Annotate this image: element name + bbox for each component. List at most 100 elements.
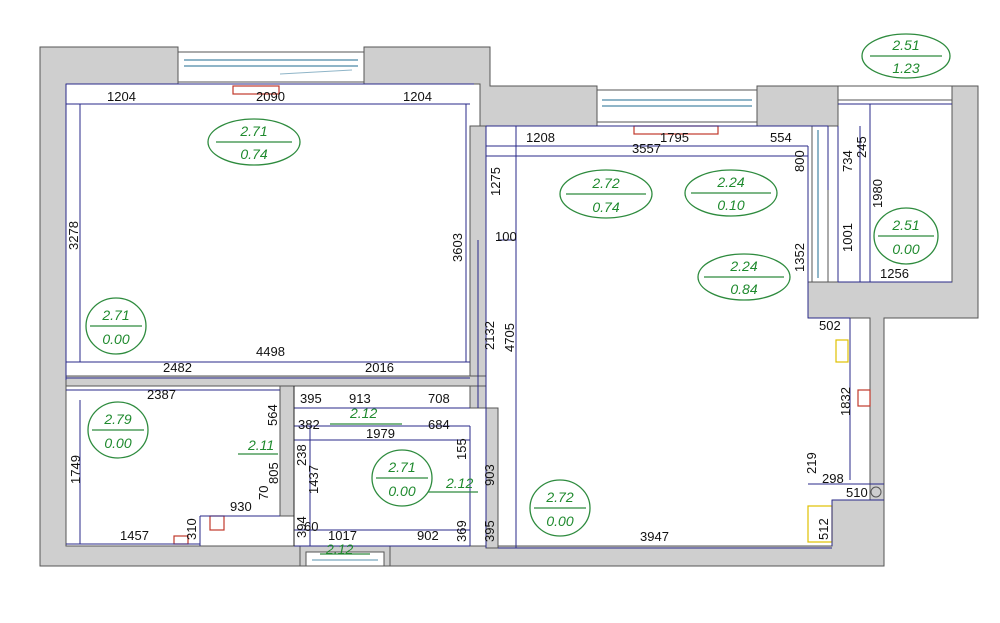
dim-label: 395 <box>482 520 497 542</box>
dimension-labels: 1204 2090 1204 1208 1795 554 3557 800 73… <box>66 89 909 544</box>
dim-label: 800 <box>792 150 807 172</box>
dim-label: 3557 <box>632 141 661 156</box>
dim-label: 564 <box>265 404 280 426</box>
dim-label: 2387 <box>147 387 176 402</box>
ceiling-label: 2.12 <box>349 405 377 421</box>
dim-label: 734 <box>840 150 855 172</box>
level-mark: 2.79 0.00 <box>87 401 149 459</box>
window-balcony-door <box>811 125 829 283</box>
level-mark: 2.71 0.00 <box>371 449 433 507</box>
level-mark-top: 2.71 <box>239 123 267 139</box>
dim-label: 930 <box>230 499 252 514</box>
riser-yellow-1 <box>835 339 849 363</box>
dim-label: 805 <box>266 462 281 484</box>
dim-label: 510 <box>846 485 868 500</box>
dim-label: 3278 <box>66 221 81 250</box>
dim-label: 238 <box>294 444 309 466</box>
dim-label: 913 <box>349 391 371 406</box>
dim-label: 219 <box>804 452 819 474</box>
dim-label: 502 <box>819 318 841 333</box>
dim-label: 1437 <box>306 465 321 494</box>
dim-label: 310 <box>184 518 199 540</box>
level-mark-bottom: 1.23 <box>892 60 919 76</box>
level-mark-bottom: 0.74 <box>592 199 619 215</box>
dim-label: 100 <box>495 229 517 244</box>
level-mark: 2.71 0.00 <box>85 297 147 355</box>
dim-label: 1832 <box>838 387 853 416</box>
dim-label: 903 <box>482 464 497 486</box>
dim-label: 3947 <box>640 529 669 544</box>
level-mark-top: 2.24 <box>716 174 744 190</box>
dim-label: 1795 <box>660 130 689 145</box>
dim-label: 1749 <box>68 455 83 484</box>
dim-label: 708 <box>428 391 450 406</box>
dim-label: 394 <box>294 516 309 538</box>
dim-label: 60 <box>304 519 318 534</box>
dim-label: 245 <box>854 136 869 158</box>
dim-label: 1352 <box>792 243 807 272</box>
level-mark: 2.72 0.74 <box>559 169 653 219</box>
level-mark-bottom: 0.10 <box>717 197 744 213</box>
dim-label: 1275 <box>488 167 503 196</box>
socket-bath <box>209 515 225 531</box>
level-mark-top: 2.71 <box>387 459 415 475</box>
level-mark-bottom: 0.00 <box>102 331 129 347</box>
dim-label: 512 <box>816 518 831 540</box>
dim-label: 554 <box>770 130 792 145</box>
level-mark: 2.24 0.10 <box>684 169 778 217</box>
level-mark: 2.72 0.00 <box>529 479 591 537</box>
ceiling-level-lines <box>238 423 478 555</box>
ceiling-label: 2.12 <box>445 475 473 491</box>
level-mark-bottom: 0.00 <box>546 513 573 529</box>
dim-label: 902 <box>417 528 439 543</box>
radiator-left <box>232 85 280 95</box>
dim-label: 2016 <box>365 360 394 375</box>
dim-label: 1204 <box>107 89 136 104</box>
level-mark-top: 2.71 <box>101 307 129 323</box>
level-mark: 2.24 0.84 <box>697 253 791 301</box>
dim-label: 1017 <box>328 528 357 543</box>
dim-label: 298 <box>822 471 844 486</box>
dim-label: 684 <box>428 417 450 432</box>
windows <box>177 51 953 567</box>
level-mark-bottom: 0.74 <box>240 146 267 162</box>
dim-label: 2482 <box>163 360 192 375</box>
dim-label: 382 <box>298 417 320 432</box>
level-mark-top: 2.72 <box>591 175 619 191</box>
dim-label: 369 <box>454 520 469 542</box>
level-mark: 2.51 0.00 <box>873 207 939 265</box>
dim-label: 1256 <box>880 266 909 281</box>
level-mark-top: 2.72 <box>545 489 573 505</box>
dim-label: 1001 <box>840 223 855 252</box>
level-mark-top: 2.79 <box>103 411 131 427</box>
walls <box>39 46 979 567</box>
partition-bath <box>279 385 295 517</box>
dim-label: 1457 <box>120 528 149 543</box>
level-mark-top: 2.51 <box>891 37 919 53</box>
ceiling-label: 2.11 <box>247 437 274 453</box>
level-mark-bottom: 0.00 <box>104 435 131 451</box>
pipe-round <box>870 486 882 498</box>
dim-label: 70 <box>256 486 271 500</box>
level-mark: 2.51 1.23 <box>861 33 951 79</box>
dim-label: 395 <box>300 391 322 406</box>
socket-right <box>857 389 871 407</box>
dim-label: 2090 <box>256 89 285 104</box>
dim-label: 4705 <box>502 323 517 352</box>
dim-label: 4498 <box>256 344 285 359</box>
dimension-lines <box>65 83 952 549</box>
dim-label: 1204 <box>403 89 432 104</box>
outer-wall-top-middle <box>363 46 598 127</box>
level-mark-bottom: 0.00 <box>892 241 919 257</box>
outer-wall-top-right <box>756 85 839 127</box>
level-mark-bottom: 0.84 <box>730 281 757 297</box>
dim-label: 155 <box>454 438 469 460</box>
level-mark: 2.71 0.74 <box>207 118 301 166</box>
level-marks: 2.71 0.74 2.72 0.74 2.24 0.10 2.24 0.84 … <box>85 33 951 537</box>
dim-label: 1979 <box>366 426 395 441</box>
window-balcony-top <box>837 85 953 101</box>
level-mark-bottom: 0.00 <box>388 483 415 499</box>
level-mark-top: 2.24 <box>729 258 757 274</box>
door-bath <box>305 551 385 567</box>
